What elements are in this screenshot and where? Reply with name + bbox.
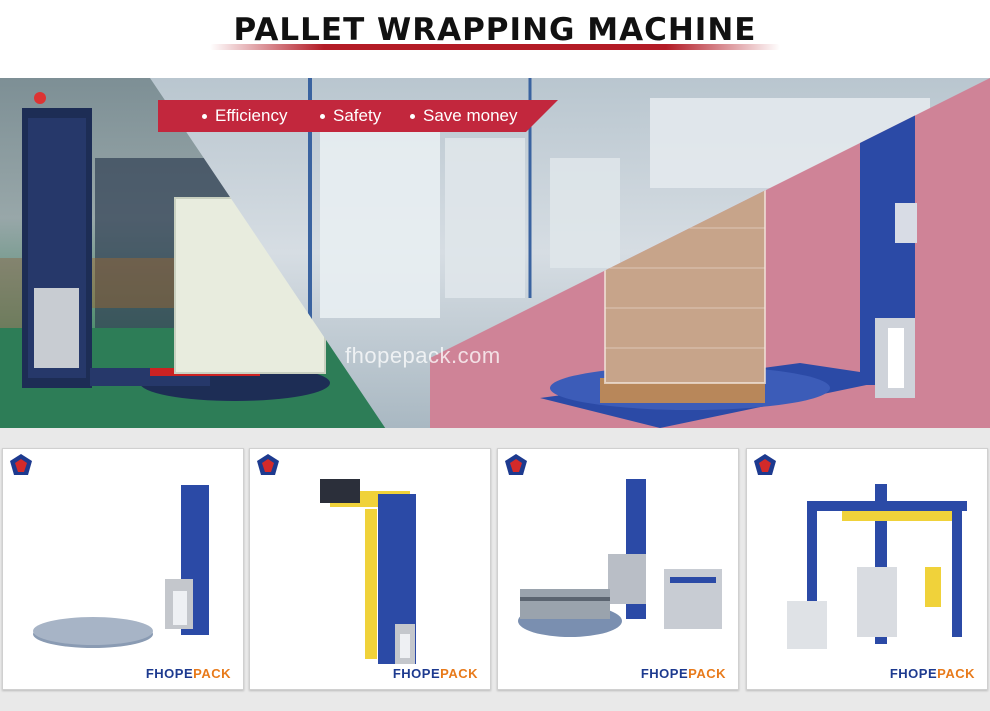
product-card-turntable-wrapper[interactable]: FHOPEPACK	[2, 448, 244, 690]
feature-label: Safety	[333, 106, 382, 125]
feature-label: Efficiency	[215, 106, 288, 125]
fhope-logo-icon	[257, 454, 279, 475]
bullet-icon	[202, 114, 207, 120]
conveyor-wrapper-image	[518, 479, 722, 637]
fhope-logo-icon	[754, 454, 776, 475]
bullet-icon	[410, 114, 415, 120]
brand-label: FHOPEPACK	[392, 666, 478, 681]
product-card-ring-wrapper[interactable]: FHOPEPACK	[746, 448, 988, 690]
ring-wrapper-image	[787, 484, 967, 649]
title-underline	[210, 44, 780, 50]
watermark: fhopepack.com	[345, 343, 501, 368]
brand-label: FHOPEPACK	[640, 666, 726, 681]
turntable-wrapper-image	[33, 485, 209, 648]
fhope-logo-icon	[10, 454, 32, 475]
feature-efficiency: Efficiency	[202, 106, 287, 126]
warehouse-shelves-illustration	[308, 78, 930, 338]
fhope-logo-icon	[505, 454, 527, 475]
brand-label: FHOPEPACK	[145, 666, 231, 681]
rotary-arm-wrapper-image	[320, 479, 416, 664]
product-card-rotary-arm-wrapper[interactable]: FHOPEPACK	[249, 448, 491, 690]
brand-label: FHOPEPACK	[889, 666, 975, 681]
product-card-conveyor-wrapper[interactable]: FHOPEPACK	[497, 448, 739, 690]
feature-ribbon	[158, 100, 558, 132]
title-banner: PALLET WRAPPING MACHINE	[0, 0, 990, 78]
bullet-icon	[320, 114, 325, 120]
feature-save-money: Save money	[410, 106, 518, 126]
hero-banner: Efficiency Safety Save money fhopepack.c…	[0, 78, 990, 428]
feature-safety: Safety	[320, 106, 381, 126]
title-backdrop	[215, 12, 775, 46]
page-title: PALLET WRAPPING MACHINE	[233, 12, 757, 48]
feature-label: Save money	[423, 106, 518, 125]
